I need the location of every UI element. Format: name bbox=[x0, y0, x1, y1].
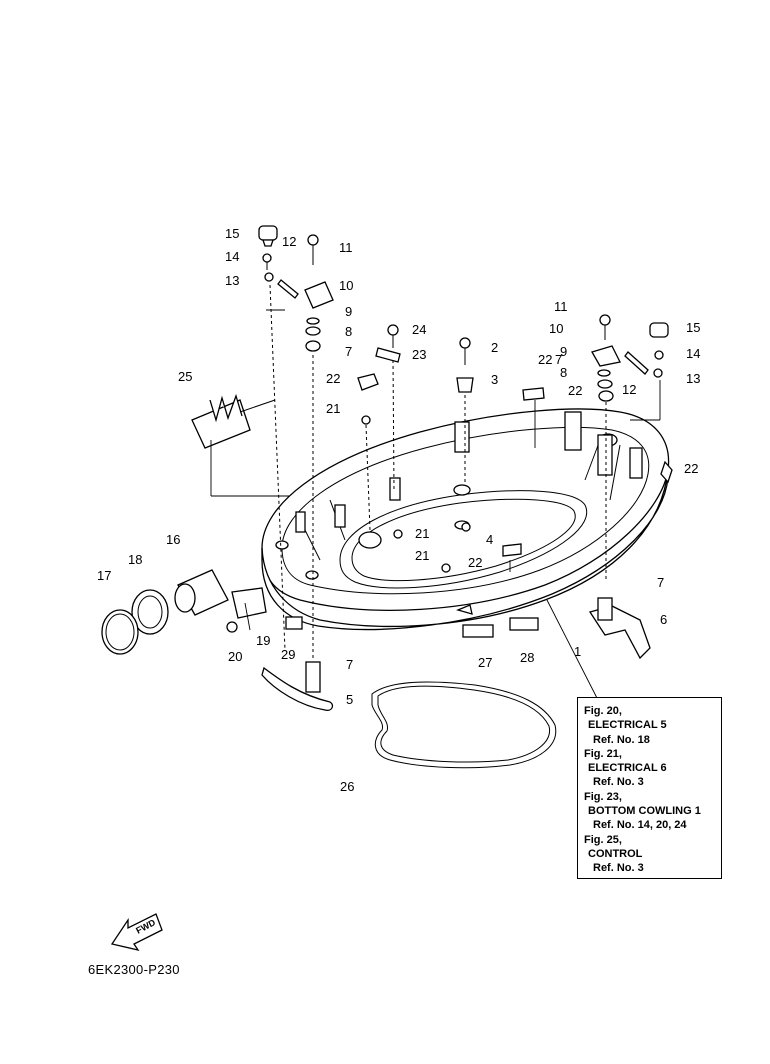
callout-7: 7 bbox=[346, 657, 353, 672]
callout-10: 10 bbox=[549, 321, 563, 336]
callout-27: 27 bbox=[478, 655, 492, 670]
callout-3: 3 bbox=[491, 372, 498, 387]
callout-8: 8 bbox=[345, 324, 352, 339]
drawing-code: 6EK2300-P230 bbox=[88, 962, 180, 977]
callout-16: 16 bbox=[166, 532, 180, 547]
reference-line: ELECTRICAL 5 bbox=[588, 719, 667, 732]
callout-12: 12 bbox=[282, 234, 296, 249]
callout-11: 11 bbox=[339, 240, 353, 255]
callout-26: 26 bbox=[340, 779, 354, 794]
callout-1: 1 bbox=[574, 644, 581, 659]
callout-22: 22 bbox=[468, 555, 482, 570]
callout-13: 13 bbox=[686, 371, 700, 386]
callout-20: 20 bbox=[228, 649, 242, 664]
bottom-cowling-part-1 bbox=[261, 408, 670, 631]
left-hardware-stack bbox=[258, 225, 334, 352]
callout-21: 21 bbox=[326, 401, 340, 416]
callout-22: 22 bbox=[538, 352, 552, 367]
callout-13: 13 bbox=[225, 273, 239, 288]
callout-29: 29 bbox=[281, 647, 295, 662]
reference-line: ELECTRICAL 6 bbox=[588, 762, 667, 775]
callout-15: 15 bbox=[686, 320, 700, 335]
callout-14: 14 bbox=[686, 346, 700, 361]
callout-7: 7 bbox=[555, 352, 562, 367]
harness-connector-group bbox=[101, 569, 267, 655]
callout-22: 22 bbox=[684, 461, 698, 476]
reference-line: Ref. No. 3 bbox=[593, 776, 644, 789]
bracket-part-25 bbox=[191, 393, 276, 449]
callout-18: 18 bbox=[128, 552, 142, 567]
callout-25: 25 bbox=[178, 369, 192, 384]
callout-23: 23 bbox=[412, 347, 426, 362]
callout-8: 8 bbox=[560, 365, 567, 380]
callout-15: 15 bbox=[225, 226, 239, 241]
callout-12: 12 bbox=[622, 382, 636, 397]
reference-line: Ref. No. 18 bbox=[593, 733, 650, 746]
callout-7: 7 bbox=[657, 575, 664, 590]
callout-11: 11 bbox=[554, 299, 568, 314]
callout-9: 9 bbox=[345, 304, 352, 319]
reference-line: Fig. 21, bbox=[584, 747, 622, 760]
leader-lines bbox=[210, 284, 661, 701]
callout-17: 17 bbox=[97, 568, 111, 583]
callout-21: 21 bbox=[415, 526, 429, 541]
callout-24: 24 bbox=[412, 322, 426, 337]
callout-2: 2 bbox=[491, 340, 498, 355]
callout-22: 22 bbox=[326, 371, 340, 386]
reference-line: Fig. 23, bbox=[584, 790, 622, 803]
callout-22: 22 bbox=[568, 383, 582, 398]
callout-6: 6 bbox=[660, 612, 667, 627]
callout-10: 10 bbox=[339, 278, 353, 293]
callout-4: 4 bbox=[486, 532, 493, 547]
right-hardware-stack bbox=[591, 314, 669, 402]
callout-7: 7 bbox=[345, 344, 352, 359]
reference-line: Ref. No. 14, 20, 24 bbox=[593, 819, 687, 832]
callout-28: 28 bbox=[520, 650, 534, 665]
callout-9: 9 bbox=[560, 344, 567, 359]
fwd-arrow: FWD bbox=[110, 913, 163, 952]
callout-21: 21 bbox=[415, 548, 429, 563]
seal-part-26 bbox=[371, 681, 557, 769]
reference-line: CONTROL bbox=[588, 847, 643, 860]
reference-line: Ref. No. 3 bbox=[593, 862, 644, 875]
reference-line: Fig. 20, bbox=[584, 705, 622, 717]
reference-line: Fig. 25, bbox=[584, 833, 622, 846]
reference-line: BOTTOM COWLING 1 bbox=[588, 805, 701, 818]
callout-14: 14 bbox=[225, 249, 239, 264]
center-hardware bbox=[357, 324, 673, 573]
callout-19: 19 bbox=[256, 633, 270, 648]
callout-5: 5 bbox=[346, 692, 353, 707]
lever-parts bbox=[261, 597, 651, 711]
